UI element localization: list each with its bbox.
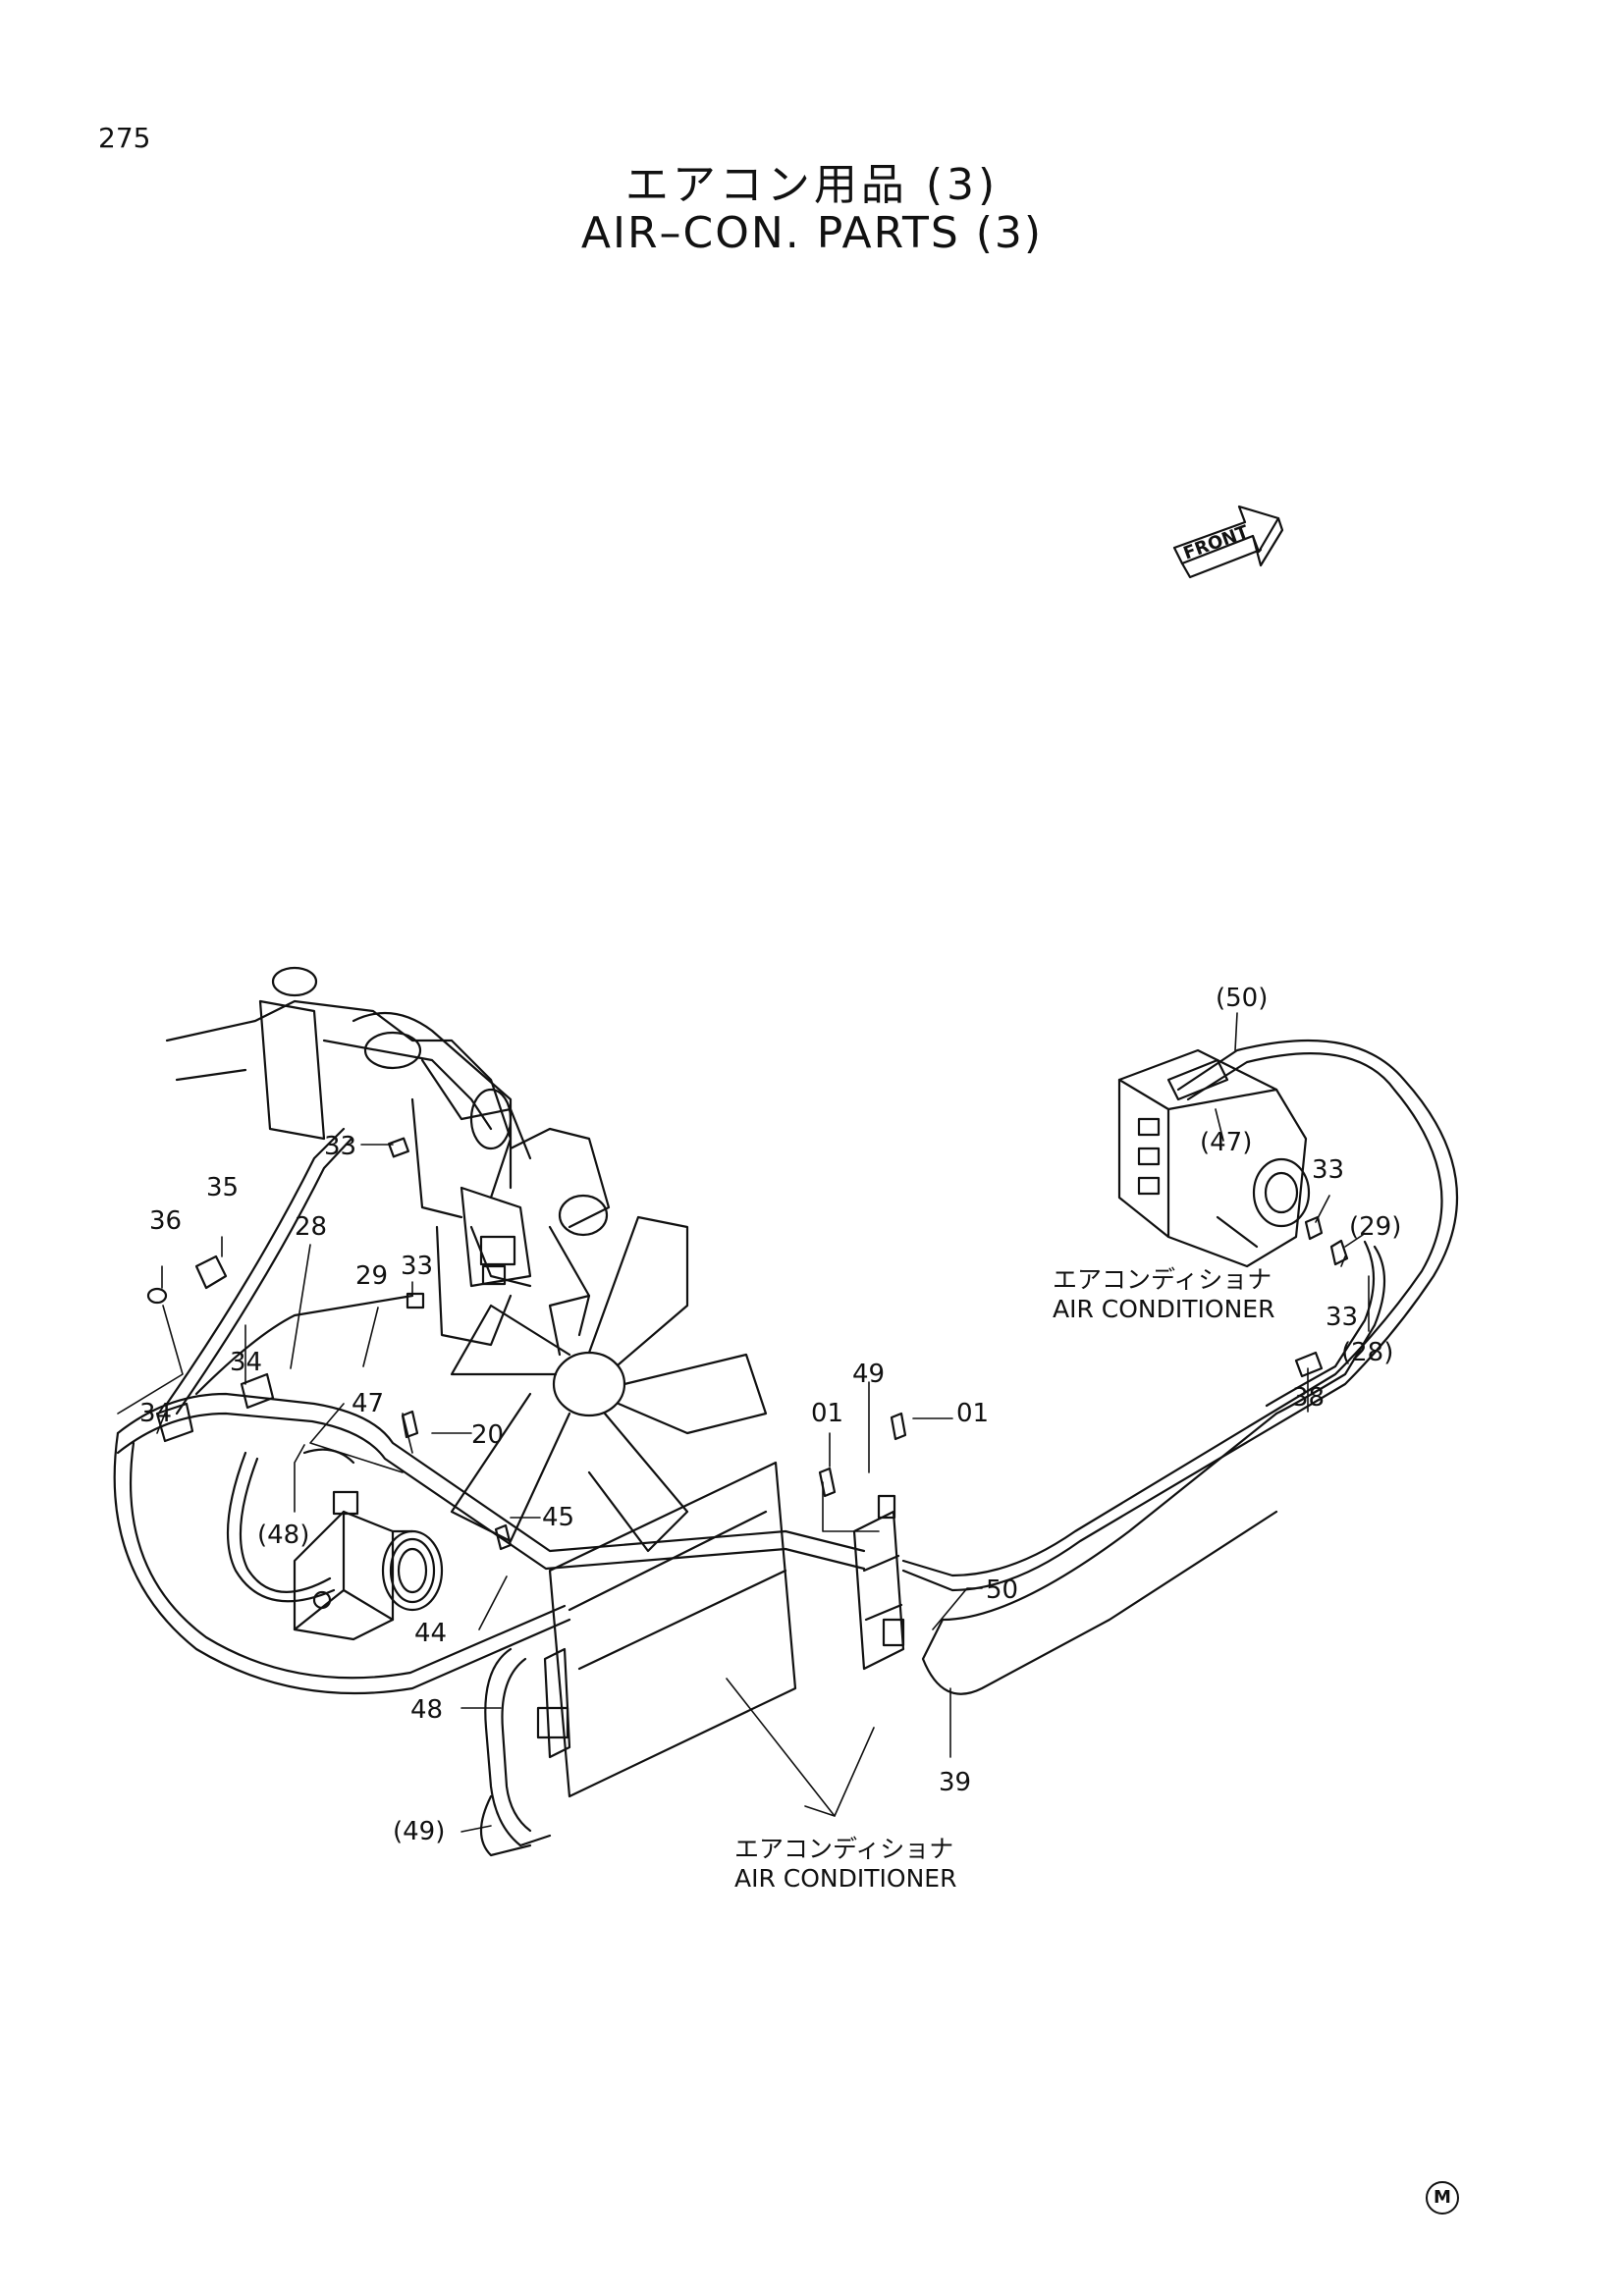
fan-icon [450, 1215, 768, 1553]
fasteners-icon [146, 1137, 1349, 1551]
callout-34-a: 34 [230, 1348, 262, 1377]
page-title-jp: エアコン用品 (3) [624, 160, 1000, 210]
callout-50: 50 [986, 1575, 1018, 1605]
caption-upper-en: AIR CONDITIONER [1053, 1295, 1274, 1323]
callout-39: 39 [939, 1768, 971, 1797]
callout-48-paren: (48) [257, 1521, 309, 1550]
callout-34-b: 34 [139, 1399, 172, 1428]
callout-47: 47 [352, 1389, 384, 1418]
callout-01-a: 01 [811, 1399, 843, 1428]
engine-assembly-icon [165, 966, 611, 1347]
callout-33-right-a: 33 [1312, 1155, 1344, 1185]
callout-01-b: 01 [956, 1399, 989, 1428]
air-conditioner-unit-icon [1117, 1048, 1311, 1268]
front-arrow-icon [1172, 505, 1284, 579]
callout-49: 49 [852, 1360, 885, 1389]
corner-mark-icon: M [1426, 2181, 1459, 2215]
caption-lower-jp: エアコンディショナ [734, 1835, 953, 1863]
compressor-icon [293, 1490, 444, 1641]
receiver-dryer-icon [852, 1494, 905, 1671]
callout-36: 36 [149, 1206, 182, 1236]
callout-33-top: 33 [324, 1132, 356, 1161]
callout-45: 45 [542, 1503, 574, 1532]
callout-33-right-b: 33 [1326, 1303, 1358, 1332]
callout-38: 38 [1292, 1383, 1325, 1413]
caption-lower-en: AIR CONDITIONER [734, 1864, 956, 1893]
callout-20: 20 [471, 1420, 504, 1450]
callout-33-mid: 33 [401, 1252, 433, 1281]
callout-28-paren: (28) [1341, 1338, 1393, 1367]
leader-lines [117, 1012, 1370, 1833]
callout-49-paren: (49) [393, 1817, 445, 1846]
hose-lines-icon [113, 1039, 1459, 1857]
callout-47-paren: (47) [1200, 1128, 1252, 1157]
page-number: 275 [98, 122, 151, 154]
callout-29: 29 [355, 1261, 388, 1291]
condenser-icon [536, 1461, 797, 1798]
callout-29-paren: (29) [1349, 1212, 1401, 1242]
callout-28: 28 [295, 1212, 327, 1242]
caption-upper-jp: エアコンディショナ [1053, 1265, 1272, 1294]
page-title-en: AIR–CON. PARTS (3) [580, 208, 1044, 258]
callout-50-paren: (50) [1216, 984, 1268, 1013]
callout-44: 44 [414, 1619, 447, 1648]
callout-48: 48 [410, 1695, 443, 1725]
callout-35: 35 [206, 1173, 239, 1202]
